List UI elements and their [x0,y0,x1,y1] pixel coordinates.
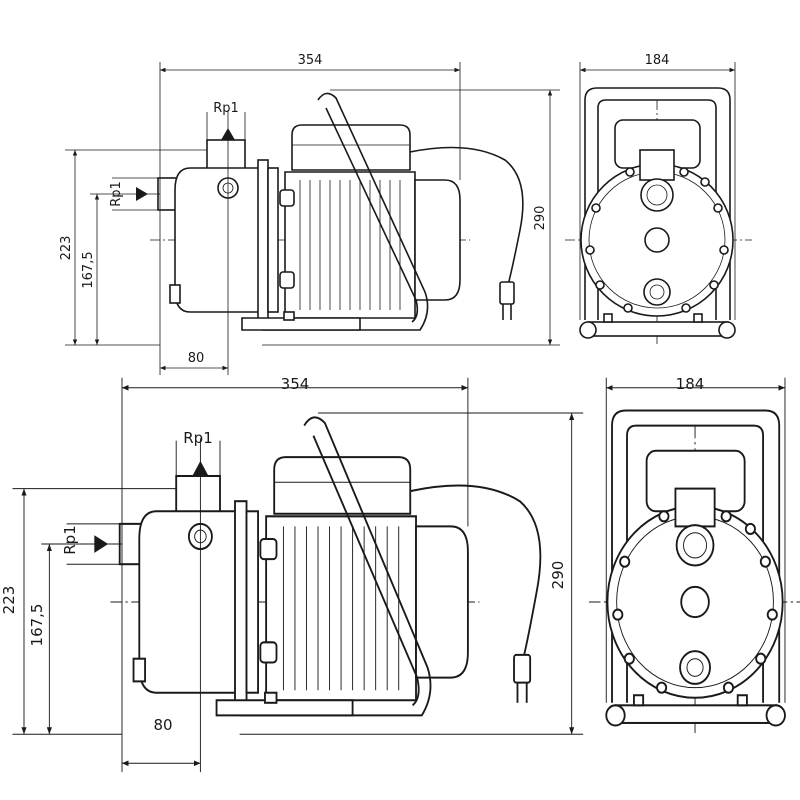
inlet-height-dimension-label: 167,5 [81,251,96,288]
outlet-height-dimension-label: 223 [0,586,18,615]
height-dimension-label: 290 [549,561,567,590]
drawing-bottom [12,378,800,772]
inlet-offset-dimension-label: 80 [153,716,172,734]
drawing-top [65,62,753,375]
outlet-thread-label: Rp1 [183,429,213,447]
outlet-height-dimension-label: 223 [59,236,74,261]
width-dimension-label: 354 [298,53,323,68]
inlet-thread-label: Rp1 [109,181,124,207]
height-dimension-label: 290 [533,206,548,231]
inlet-height-dimension-label: 167,5 [28,604,46,647]
inlet-offset-dimension-label: 80 [188,351,205,366]
front-width-dimension-label: 184 [645,53,670,68]
front-width-dimension-label: 184 [676,375,705,393]
width-dimension-label: 354 [281,375,310,393]
inlet-thread-label: Rp1 [61,525,79,555]
outlet-thread-label: Rp1 [213,101,239,116]
